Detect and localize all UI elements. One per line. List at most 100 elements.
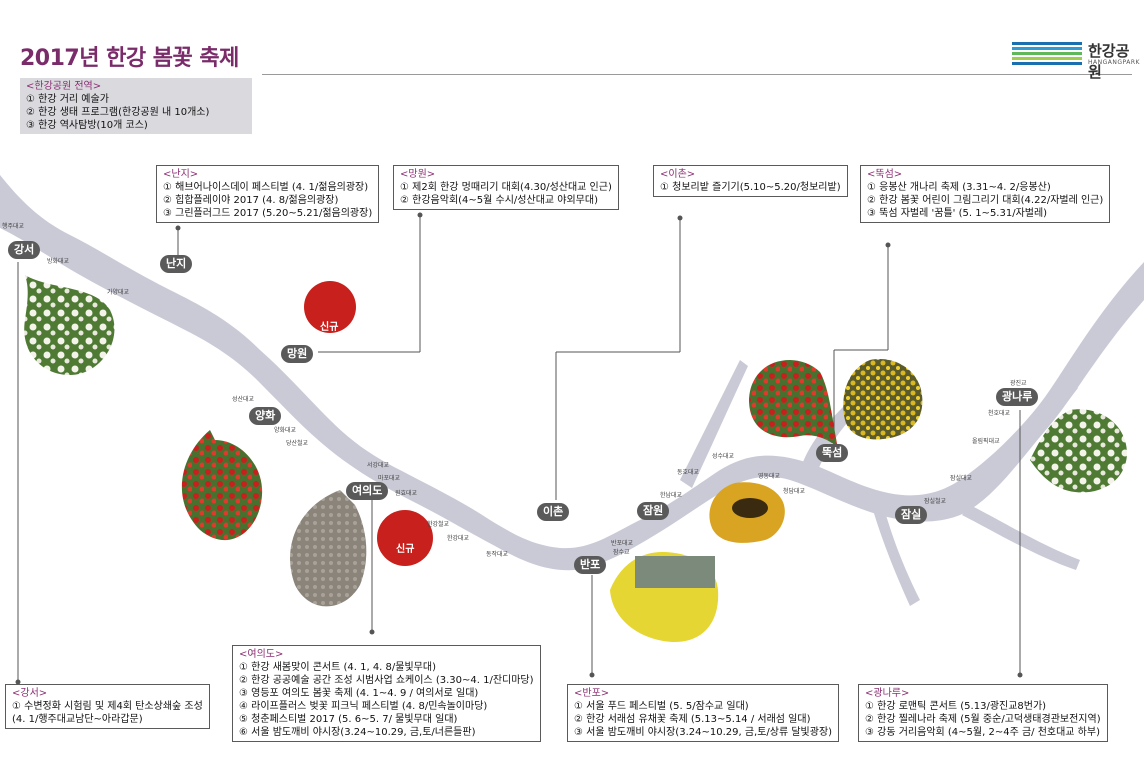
banpo-event: ② 한강 서래섬 유채꽃 축제 (5.13~5.14 / 서래섬 일대) [574, 714, 811, 725]
ichon-head: <이촌> [660, 169, 696, 180]
photo-gangseo-flowers [24, 275, 115, 375]
map-tag-ichon[interactable]: 이촌 [537, 503, 570, 521]
mangwon-events-box: <망원> ① 제2회 한강 멍때리기 대회(4.30/성산대교 인근) ② 한강… [393, 165, 619, 210]
bridge-label: 한강철교 [427, 521, 450, 528]
overview-box: <한강공원 전역> ① 한강 거리 예술가 ② 한강 생태 프로그램(한강공원 … [20, 78, 252, 134]
photo-ttukseom-forsythia [843, 359, 923, 440]
photo-yanghwa-roses [181, 430, 263, 541]
gangseo-events-box: <강서> ① 수변정화 시험림 및 제4회 탄소상쇄숲 조성 (4. 1/행주대… [5, 684, 210, 729]
bridge-label: 잠수교 [613, 549, 630, 556]
title-divider [262, 74, 1132, 75]
ttukseom-event: ③ 뚝섬 자벌레 '꿈틀' (5. 1~5.31/자벌레) [867, 208, 1048, 219]
tributary-east [985, 380, 1078, 480]
overview-item: ② 한강 생태 프로그램(한강공원 내 10개소) [26, 107, 210, 118]
yeouido-event: ③ 영등포 여의도 봄꽃 축제 (4. 1~4. 9 / 여의서로 일대) [239, 688, 479, 699]
gangseo-event: ① 수변정화 시험림 및 제4회 탄소상쇄숲 조성 [12, 701, 203, 712]
gangseo-head: <강서> [12, 688, 48, 699]
yeouido-event: ② 한강 공공예술 공간 조성 시범사업 쇼케이스 (3.30~4. 1/잔디마… [239, 675, 534, 686]
bridge-label: 동호대교 [677, 469, 700, 476]
logo-text: 한강공원 [1088, 42, 1130, 81]
mangwon-event: ② 한강음악회(4~5월 수시/성산대교 야외무대) [400, 195, 598, 206]
mangwon-event: ① 제2회 한강 멍때리기 대회(4.30/성산대교 인근) [400, 182, 612, 193]
nanji-head: <난지> [163, 169, 199, 180]
nanji-events-box: <난지> ① 해브어나이스데이 페스티벌 (4. 1/젊음의광장) ② 힙합플레… [156, 165, 380, 223]
gwangnaru-events-box: <광나루> ① 한강 로맨틱 콘서트 (5.13/광진교8번가) ② 한강 찔레… [858, 684, 1108, 742]
overview-item: ① 한강 거리 예술가 [26, 94, 109, 105]
bridge-label: 동작대교 [486, 551, 509, 558]
tributary-tancheon [870, 495, 920, 606]
bridge-label: 반포대교 [611, 540, 634, 547]
new-badge-yeouido: 신규 [396, 544, 415, 555]
yeouido-head: <여의도> [239, 649, 284, 660]
bridge-label: 서강대교 [367, 462, 390, 469]
nanji-event: ③ 그린플러그드 2017 (5.20~5.21/젊음의광장) [163, 208, 373, 219]
bridge-label: 한남대교 [660, 492, 683, 499]
map-tag-yanghwa[interactable]: 양화 [249, 407, 282, 425]
overview-item: ③ 한강 역사탐방(10개 코스) [26, 120, 148, 131]
yeouido-event: ④ 라이프플러스 벚꽃 피크닉 페스티벌 (4. 8/민속놀이마당) [239, 701, 488, 712]
photo-jamwon-bee-body [732, 498, 768, 518]
bridge-label: 행주대교 [2, 223, 25, 230]
bridge-label: 양화대교 [274, 427, 297, 434]
leader-dots [15, 212, 1023, 685]
bridge-label: 영동대교 [758, 473, 781, 480]
photo-mangwon-rose [304, 281, 356, 333]
map-tag-ttukseom[interactable]: 뚝섬 [816, 444, 849, 462]
bridge-label: 광진교 [1010, 380, 1027, 387]
bridge-label: 원효대교 [395, 490, 418, 497]
bridge-label: 성산대교 [232, 396, 255, 403]
bridge-label: 마포대교 [378, 475, 401, 482]
ichon-events-box: <이촌> ① 청보리밭 즐기기(5.10~5.20/청보리밭) [653, 165, 848, 197]
banpo-event: ① 서울 푸드 페스티벌 (5. 5/잠수교 일대) [574, 701, 749, 712]
overview-head: <한강공원 전역> [26, 81, 102, 92]
yeouido-event: ⑤ 청춘페스티벌 2017 (5. 6~5. 7/ 물빛무대 일대) [239, 714, 458, 725]
new-badge-mangwon: 신규 [320, 322, 339, 333]
bridge-label: 잠실대교 [950, 475, 973, 482]
gwangnaru-event: ② 한강 찔레나라 축제 (5월 중순/고덕생태경관보전지역) [865, 714, 1101, 725]
bridge-label: 올림픽대교 [972, 438, 1000, 445]
logo-stripes [1012, 42, 1082, 66]
ttukseom-events-box: <뚝섬> ① 응봉산 개나리 축제 (3.31~4. 2/응봉산) ② 한강 봄… [860, 165, 1111, 223]
gwangnaru-event: ③ 강동 거리음악회 (4~5월, 2~4주 금/ 천호대교 하부) [865, 727, 1100, 738]
photo-gwangnaru-flowers [1030, 409, 1128, 493]
photo-banpo-people [635, 556, 715, 588]
map-tag-jamwon[interactable]: 잠원 [637, 502, 670, 520]
gwangnaru-head: <광나루> [865, 688, 910, 699]
gangseo-event: (4. 1/행주대교남단~아라갑문) [12, 714, 143, 725]
photo-yeouido-rock [290, 490, 367, 607]
map-tag-gangseo[interactable]: 강서 [8, 241, 41, 259]
map-tag-yeouido[interactable]: 여의도 [346, 482, 389, 500]
page-title: 2017년 한강 봄꽃 축제 [20, 46, 239, 71]
yeouido-event: ⑥ 서울 밤도깨비 야시장(3.24~10.29, 금,토/너른들판) [239, 727, 476, 738]
hangang-park-logo: 한강공원 HANGANGPARK [1012, 40, 1140, 81]
photo-ttukseom-roses [749, 360, 838, 448]
banpo-head: <반포> [574, 688, 610, 699]
map-tag-banpo[interactable]: 반포 [574, 556, 607, 574]
bridge-label: 한강대교 [447, 535, 470, 542]
ttukseom-head: <뚝섬> [867, 169, 903, 180]
leader-lines [17, 215, 1021, 682]
map-tag-gwangnaru[interactable]: 광나루 [996, 388, 1039, 406]
bridge-label: 가양대교 [107, 289, 130, 296]
map-tag-mangwon[interactable]: 망원 [281, 345, 314, 363]
nanji-event: ① 해브어나이스데이 페스티벌 (4. 1/젊음의광장) [163, 182, 369, 193]
yeouido-events-box: <여의도> ① 한강 새봄맞이 콘서트 (4. 1, 4. 8/물빛무대) ② … [232, 645, 541, 742]
banpo-events-box: <반포> ① 서울 푸드 페스티벌 (5. 5/잠수교 일대) ② 한강 서래섬… [567, 684, 840, 742]
map-tag-nanji[interactable]: 난지 [160, 255, 193, 273]
ttukseom-event: ② 한강 봄꽃 어린이 그림그리기 대회(4.22/자벌레 인근) [867, 195, 1104, 206]
photo-yeouido-rose [377, 510, 433, 566]
banpo-event: ③ 서울 밤도깨비 야시장(3.24~10.29, 금,토/상류 달빛광장) [574, 727, 833, 738]
nanji-event: ② 힙합플레이야 2017 (4. 8/젊음의광장) [163, 195, 339, 206]
tributary-ichon [680, 360, 748, 488]
ttukseom-event: ① 응봉산 개나리 축제 (3.31~4. 2/응봉산) [867, 182, 1051, 193]
bridge-label: 천호대교 [988, 410, 1011, 417]
logo-subtext: HANGANGPARK [1088, 59, 1140, 66]
map-tag-jamsil[interactable]: 잠실 [895, 506, 928, 524]
bridge-label: 방화대교 [47, 258, 70, 265]
bridge-label: 성수대교 [712, 453, 735, 460]
tributary-east2 [962, 505, 1080, 570]
ichon-event: ① 청보리밭 즐기기(5.10~5.20/청보리밭) [660, 182, 841, 193]
gwangnaru-event: ① 한강 로맨틱 콘서트 (5.13/광진교8번가) [865, 701, 1047, 712]
bridge-label: 당산철교 [286, 440, 309, 447]
